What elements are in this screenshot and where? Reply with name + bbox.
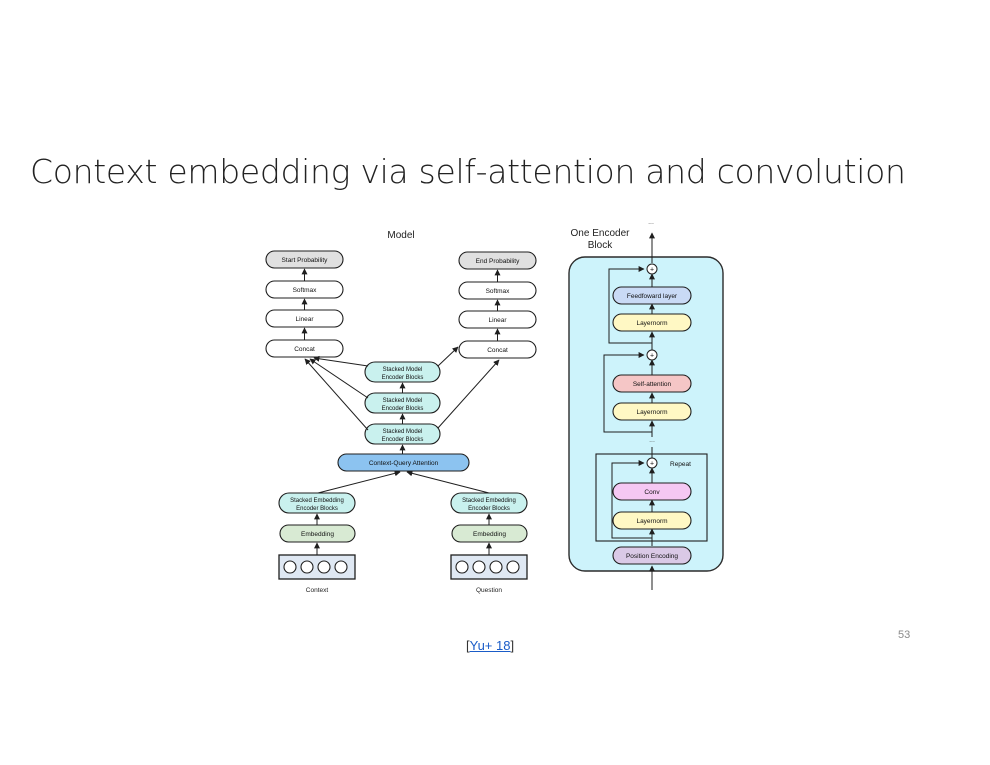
context-query-attention-box [337, 453, 470, 472]
start-softmax-label: Softmax [293, 287, 318, 294]
context-query-attention-label: Context-Query Attention [369, 460, 439, 467]
repeat-label: Repeat [670, 461, 691, 468]
end-probability-box [458, 251, 537, 270]
context-token-2 [300, 560, 314, 574]
question-token-1 [455, 560, 469, 574]
position-encoding-box [612, 546, 692, 565]
question-column: Stacked Embedding Encoder Blocks Embeddi… [450, 492, 528, 594]
encoder-block-flow [603, 232, 655, 590]
model-encoder-stack: Stacked Model Encoder Blocks Stacked Mod… [364, 361, 441, 445]
question-token-3 [489, 560, 503, 574]
citation-link[interactable]: Yu+ 18 [469, 638, 511, 653]
residual-add-conv-symbol: + [650, 461, 654, 468]
end-concat-label: Concat [487, 347, 508, 354]
model-encoder-block-1-line2: Encoder Blocks [382, 437, 424, 443]
feedforward-layer-label: Feedfoward layer [627, 293, 678, 300]
encoder-block-header-line1: One Encoder [571, 228, 631, 239]
citation-close-bracket: ] [510, 638, 515, 653]
question-token-2 [472, 560, 486, 574]
start-probability-label: Start Probability [282, 257, 329, 264]
context-embedding-label: Embedding [301, 531, 334, 538]
question-token-4 [506, 560, 520, 574]
context-column: Stacked Embedding Encoder Blocks Embeddi… [278, 492, 356, 594]
repeat-box [595, 453, 708, 542]
layernorm-box-2 [612, 402, 692, 421]
model-encoder-block-1-line1: Stacked Model [383, 429, 423, 435]
start-linear-label: Linear [295, 316, 314, 323]
question-embedding-encoder-line1: Stacked Embedding [462, 498, 516, 504]
slide-title: Context embedding via self-attention and… [30, 152, 906, 191]
start-head: Start Probability Softmax Linear Concat [265, 250, 344, 358]
layernorm-box-3 [612, 511, 692, 530]
context-embedding-encoder-line2: Encoder Blocks [296, 506, 338, 512]
model-connections [304, 346, 500, 454]
context-embedding-encoder-box [278, 492, 356, 514]
layernorm-label-3: Layernorm [636, 518, 667, 525]
layernorm-box-1 [612, 313, 692, 332]
encoder-block-top-ellipsis: ... [648, 219, 654, 226]
self-attention-label: Self-attention [633, 381, 672, 388]
self-attention-box [612, 374, 692, 393]
question-label: Question [476, 587, 502, 594]
residual-add-middle [646, 349, 658, 361]
context-token-3 [317, 560, 331, 574]
context-label: Context [306, 587, 329, 594]
feedforward-layer-box [612, 286, 692, 305]
model-encoder-block-2-line2: Encoder Blocks [382, 406, 424, 412]
residual-add-middle-symbol: + [650, 353, 654, 360]
context-token-4 [334, 560, 348, 574]
model-header: Model [387, 230, 414, 241]
model-encoder-block-3 [364, 361, 441, 383]
end-head: End Probability Softmax Linear Concat [458, 251, 537, 359]
citation: [Yu+ 18] [466, 638, 514, 653]
residual-add-top-symbol: + [650, 267, 654, 274]
conv-box [612, 482, 692, 501]
encoder-block-mid-ellipsis: ... [649, 437, 655, 444]
question-embedding-encoder-line2: Encoder Blocks [468, 506, 510, 512]
end-probability-label: End Probability [476, 258, 520, 265]
model-encoder-block-3-line1: Stacked Model [383, 367, 423, 373]
residual-add-conv [646, 457, 658, 469]
start-probability-box [265, 250, 344, 269]
encoder-block-header-line2: Block [588, 240, 613, 251]
conv-label: Conv [644, 489, 660, 496]
context-embedding-encoder-line1: Stacked Embedding [290, 498, 344, 504]
start-concat-label: Concat [294, 346, 315, 353]
citation-open-bracket: [ [466, 638, 470, 653]
end-linear-label: Linear [488, 317, 507, 324]
position-encoding-label: Position Encoding [626, 553, 678, 560]
layernorm-label-2: Layernorm [636, 409, 667, 416]
layernorm-label-1: Layernorm [636, 320, 667, 327]
model-encoder-block-3-line2: Encoder Blocks [382, 375, 424, 381]
question-embedding-encoder-box [450, 492, 528, 514]
question-embedding-label: Embedding [473, 531, 506, 538]
end-softmax-label: Softmax [486, 288, 511, 295]
context-token-1 [283, 560, 297, 574]
residual-add-top [646, 263, 658, 275]
model-encoder-block-2-line1: Stacked Model [383, 398, 423, 404]
slide-number: 53 [898, 629, 911, 641]
